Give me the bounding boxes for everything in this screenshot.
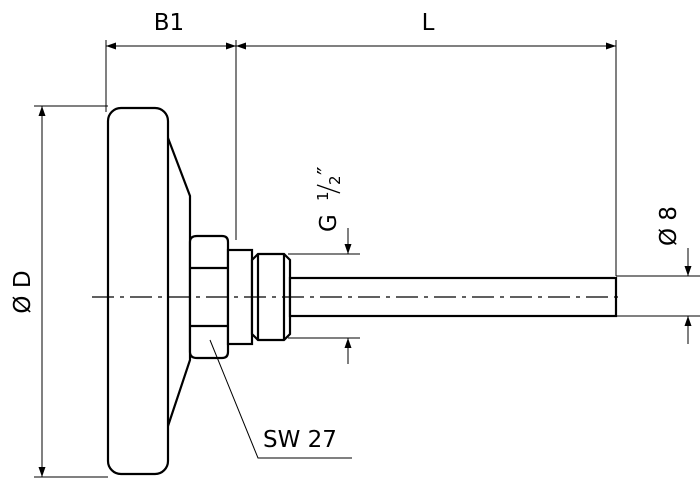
b1-label: B1	[154, 10, 184, 36]
thread-denominator: 2	[326, 175, 344, 185]
wrench-size-label: SW 27	[263, 427, 337, 453]
diameter-d-label: Ø D	[10, 270, 36, 313]
wrench-size-leader-line	[209, 339, 352, 459]
threaded-fitting	[250, 252, 292, 342]
thread-fraction-slash	[316, 184, 341, 194]
thread-prefix: G	[316, 214, 342, 232]
dial-front-ring	[106, 106, 170, 476]
thread-numerator: 1	[314, 191, 332, 201]
stem-diameter-label: Ø 8	[656, 206, 682, 246]
thread-inch-mark: ″	[314, 166, 340, 175]
dial-case	[106, 106, 192, 476]
dimension-lines	[38, 42, 692, 477]
thread-size-label: G 1 2 ″	[314, 166, 344, 232]
l-label: L	[422, 10, 435, 36]
extension-lines	[34, 40, 700, 478]
